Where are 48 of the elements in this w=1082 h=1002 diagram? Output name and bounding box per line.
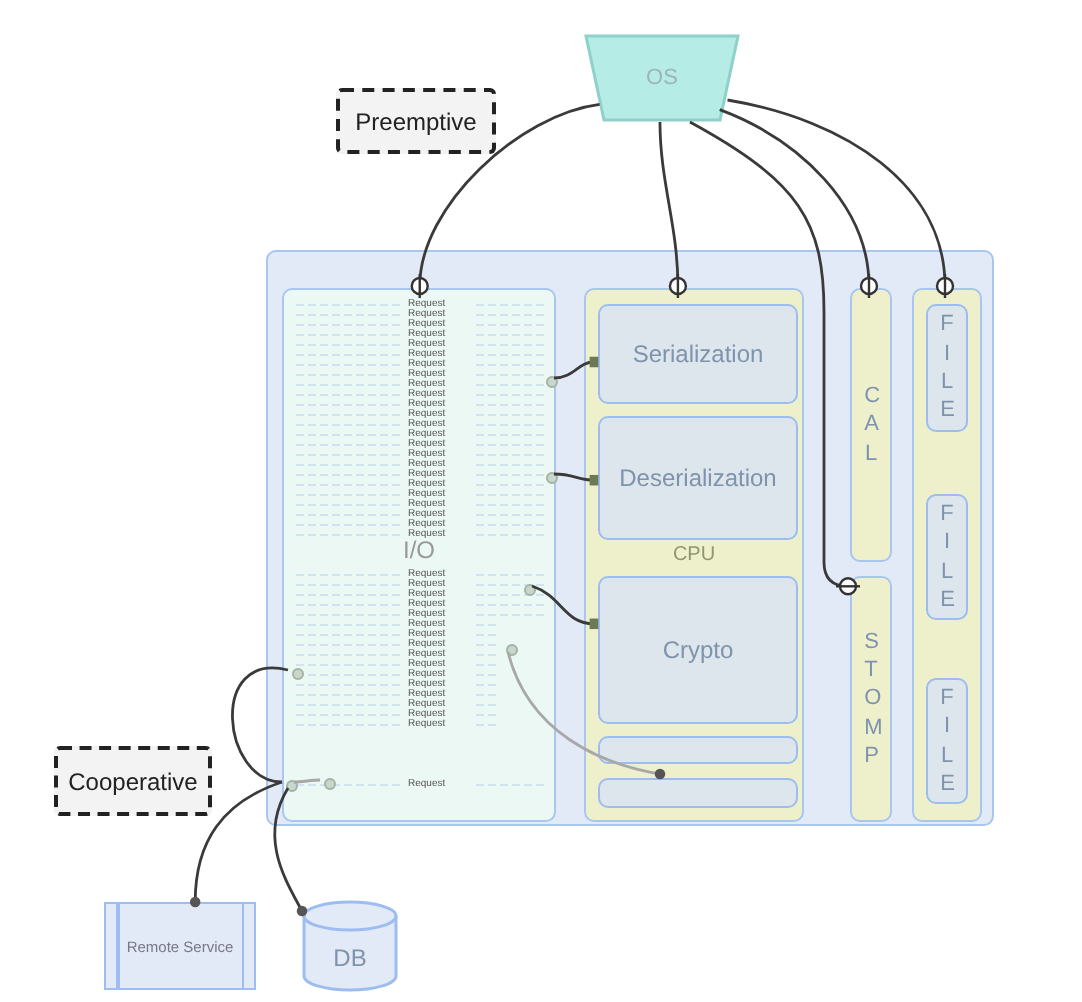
connector (689, 120, 862, 596)
connector-dot (292, 668, 304, 680)
connector (719, 108, 879, 300)
connector (506, 651, 666, 780)
node-label: FILE (940, 310, 954, 426)
connector (189, 780, 283, 908)
file-box (926, 304, 968, 432)
connector (410, 103, 600, 300)
connector-dot (546, 376, 558, 388)
node-label: FILE (940, 499, 954, 615)
node-label: Deserialization (619, 464, 777, 492)
connector (231, 666, 289, 784)
dashed-note (54, 746, 212, 816)
connector-dot (506, 644, 518, 656)
process-box (598, 416, 798, 540)
connector (273, 787, 308, 917)
node-label: CPU (670, 544, 718, 566)
process-box (598, 304, 798, 404)
slot-box (598, 736, 798, 764)
node-label: STOMP (864, 627, 878, 771)
node-label: FILE (940, 683, 954, 799)
node-label: DB (333, 944, 367, 972)
node-label: OS (646, 66, 678, 90)
node-label: Serialization (632, 340, 764, 368)
connector-dot (324, 778, 336, 790)
node-label: CAL (864, 382, 878, 468)
connector (293, 778, 321, 784)
dashed-note (336, 88, 496, 154)
file-box (926, 678, 968, 804)
node-label: Preemptive (355, 107, 477, 135)
slot-box (598, 778, 798, 808)
connector (553, 356, 599, 380)
node-label: I/O (400, 536, 435, 564)
cpu-panel (584, 288, 804, 822)
column-box (850, 288, 892, 562)
node-label: Cooperative (68, 767, 198, 795)
connector (553, 472, 599, 486)
connector (727, 98, 955, 300)
connector (531, 584, 599, 630)
connector (658, 121, 688, 300)
connector-dot (546, 472, 558, 484)
service-box (104, 902, 256, 990)
container-panel (266, 250, 994, 826)
node-label: Crypto (662, 636, 734, 664)
file-box (926, 494, 968, 620)
column-box (850, 576, 892, 822)
column-panel (912, 288, 982, 822)
process-box (598, 576, 798, 724)
